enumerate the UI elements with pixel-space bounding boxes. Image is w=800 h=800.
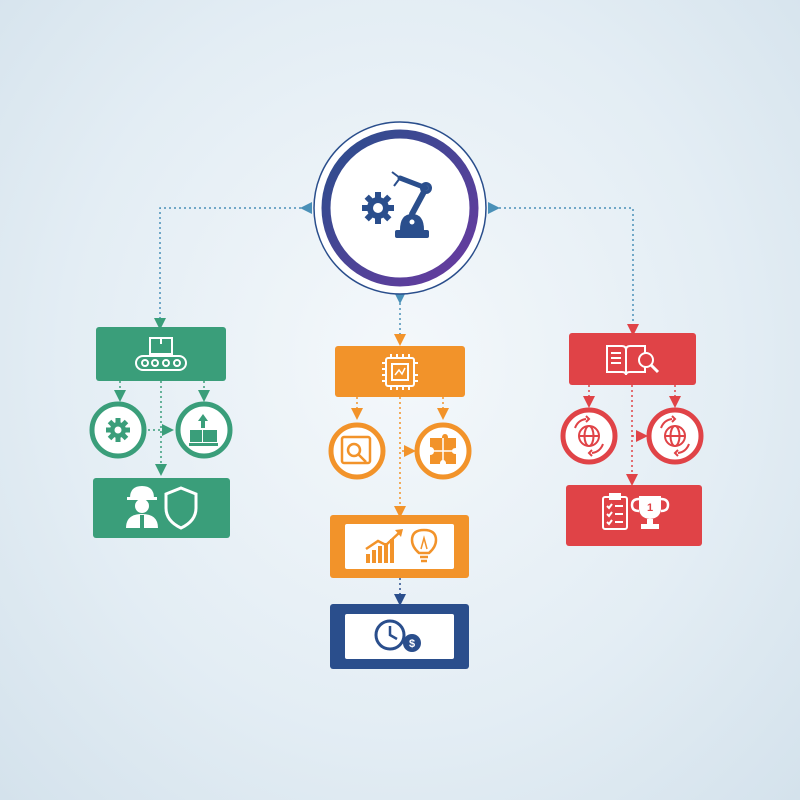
globe-sync-icon: [660, 415, 690, 457]
connector-hub-to-red: [488, 202, 639, 336]
branch-green: [89, 327, 233, 538]
red-header-box: [569, 333, 696, 385]
worker-helmet-icon: [126, 486, 158, 528]
clock-dollar-icon: $: [374, 619, 421, 652]
box-upload-icon: [189, 414, 218, 446]
robotic-arm-icon: [391, 171, 432, 238]
red-footer-box: [566, 485, 702, 546]
hub-connectors: [154, 202, 639, 346]
branch-red: 1: [560, 333, 704, 546]
book-search-icon: [606, 345, 660, 376]
connector-hub-to-green: [154, 202, 312, 330]
inspection-magnifier-icon: [340, 435, 372, 465]
gear-icon: [362, 192, 394, 224]
puzzle-icon: [430, 434, 456, 464]
checklist-icon: [602, 493, 628, 530]
globe-sync-icon: [574, 415, 604, 457]
svg-text:1: 1: [647, 502, 653, 514]
conveyor-belt-icon: [135, 337, 187, 371]
svg-text:$: $: [409, 638, 415, 650]
gear-icon: [106, 418, 130, 442]
lightbulb-icon: [410, 528, 438, 563]
center-hub: [313, 121, 487, 295]
branch-orange: $: [328, 346, 472, 669]
microchip-icon: [382, 354, 418, 390]
shield-icon: [164, 486, 198, 530]
trophy-icon: 1: [630, 496, 670, 529]
orange-sub-circle-1: [328, 422, 386, 480]
growth-chart-icon: [365, 529, 403, 563]
green-footer-box: [93, 478, 230, 538]
